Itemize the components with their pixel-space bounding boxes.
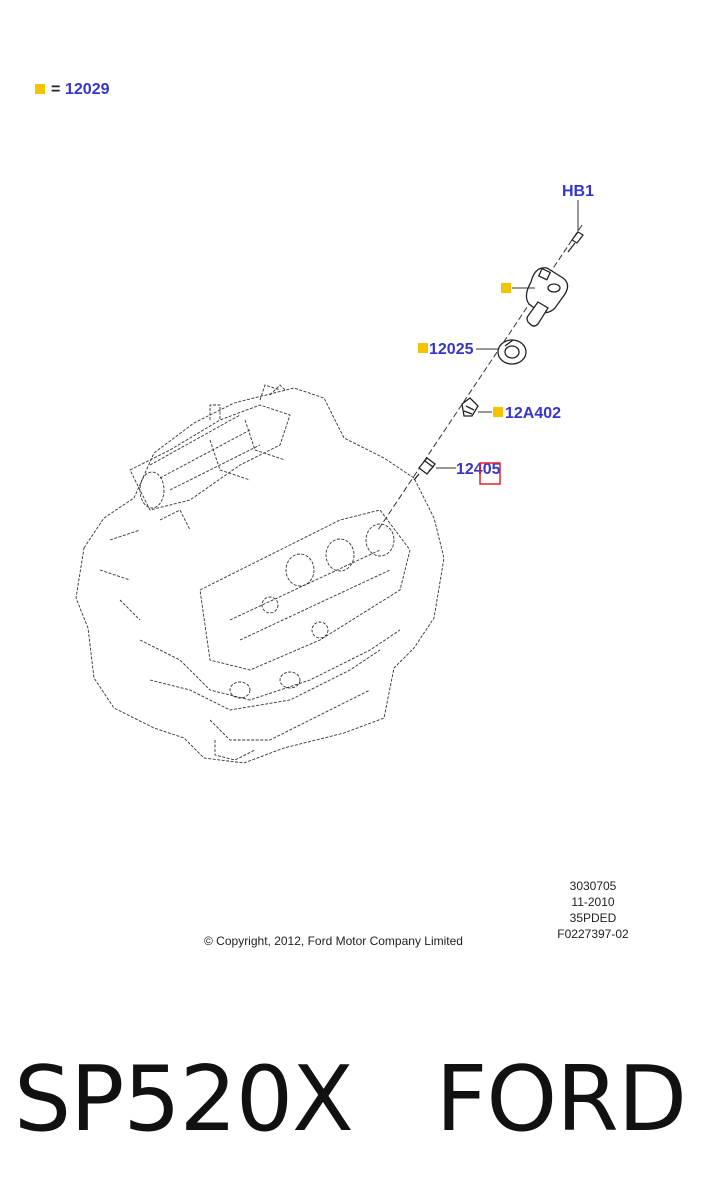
coil-spring-connector[interactable] — [461, 397, 479, 417]
callout-12025[interactable]: 12025 — [429, 341, 474, 358]
drawing-codes: 3030705 11-2010 35PDED F0227397-02 — [548, 878, 638, 942]
legend-part-number[interactable]: 12029 — [65, 81, 110, 98]
seal-part-marker — [418, 343, 428, 353]
drawing-code: 3030705 — [569, 879, 617, 893]
copyright-notice: © Copyright, 2012, Ford Motor Company Li… — [204, 934, 463, 948]
coil-part-marker — [501, 283, 511, 293]
callout-hb1[interactable]: HB1 — [562, 183, 594, 200]
engine-ignition-diagram: = 12029 HB1 12025 12A402 12405 — [35, 81, 594, 764]
drawing-variant: 35PDED — [569, 911, 617, 925]
drawing-figure-id: F0227397-02 — [557, 927, 629, 941]
assembly-axis-line — [377, 224, 583, 531]
product-caption: SP520X FORD — [14, 1047, 687, 1152]
spring-part-marker — [493, 407, 503, 417]
drawing-date: 11-2010 — [571, 895, 615, 909]
spark-plug[interactable] — [413, 457, 436, 481]
engine-block-illustration — [75, 384, 445, 764]
highlight-box — [479, 462, 501, 485]
callout-12a402[interactable]: 12A402 — [505, 405, 561, 422]
coil-boot-seal[interactable] — [497, 339, 527, 365]
callout-12405[interactable]: 12405 — [456, 461, 501, 478]
legend-equals: = — [51, 81, 60, 98]
legend-marker — [35, 84, 45, 94]
ignition-coil[interactable] — [525, 267, 569, 327]
bolt-hb1[interactable] — [567, 200, 584, 253]
